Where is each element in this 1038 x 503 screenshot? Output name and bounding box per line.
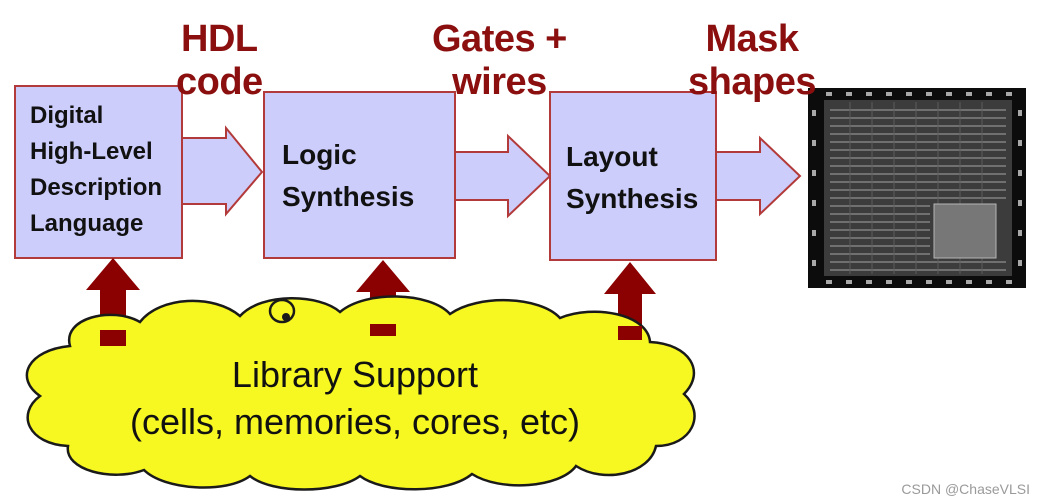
library-support-text: Library Support (cells, memories, cores,… [60,352,650,446]
flow-arrow-layout-to-mask [715,135,802,217]
box-logic-line2: Synthesis [282,181,415,212]
box-logic-synthesis [263,91,456,259]
label-mask-line2: shapes [688,60,816,103]
label-hdl-code: HDL code [176,18,263,103]
label-hdl-line1: HDL [181,18,258,60]
box-hdl-line4: Language [30,210,144,237]
watermark: CSDN @ChaseVLSI [901,481,1030,497]
support-arrow-hdl [86,258,140,340]
label-hdl-line2: code [176,60,263,103]
box-hdl-line3: Description [30,174,163,201]
support-arrow-hdl-stem [100,330,126,346]
chip-memory-block [933,203,997,259]
box-hdl-language [14,85,183,259]
cloud-bubble [268,298,296,324]
box-hdl-line2: High-Level [30,138,153,165]
box-logic-line1: Logic [282,139,357,170]
box-hdl-line1: Digital [30,102,104,129]
support-arrow-layout-stem [618,326,642,340]
box-layout-synthesis-text: Layout Synthesis [566,136,698,220]
box-logic-synthesis-text: Logic Synthesis [282,134,414,218]
flow-arrow-logic-to-layout [454,133,552,219]
label-mask-shapes: Mask shapes [688,18,816,103]
label-gates-line2: wires [452,60,547,103]
box-hdl-language-text: Digital High-Level Description Language [30,98,162,242]
box-layout-line2: Synthesis [566,183,699,214]
chip-die-photo [808,88,1026,288]
library-support-cloud [25,295,696,491]
box-layout-synthesis [549,91,717,261]
chip-pads [812,92,1022,284]
box-layout-line1: Layout [566,141,658,172]
support-arrow-layout [604,262,656,340]
library-support-title: Library Support [231,354,479,395]
label-gates-line1: Gates + [432,18,567,60]
chip-columns [849,102,983,274]
flow-arrow-hdl-to-logic [181,125,264,217]
support-arrow-logic-stem [370,324,396,336]
library-support-subtitle: (cells, memories, cores, etc) [129,400,581,442]
label-mask-line1: Mask [705,18,799,60]
label-gates-wires: Gates + wires [432,18,567,103]
cloud-bubble-dot [282,313,290,321]
chip-rows [830,109,1006,271]
